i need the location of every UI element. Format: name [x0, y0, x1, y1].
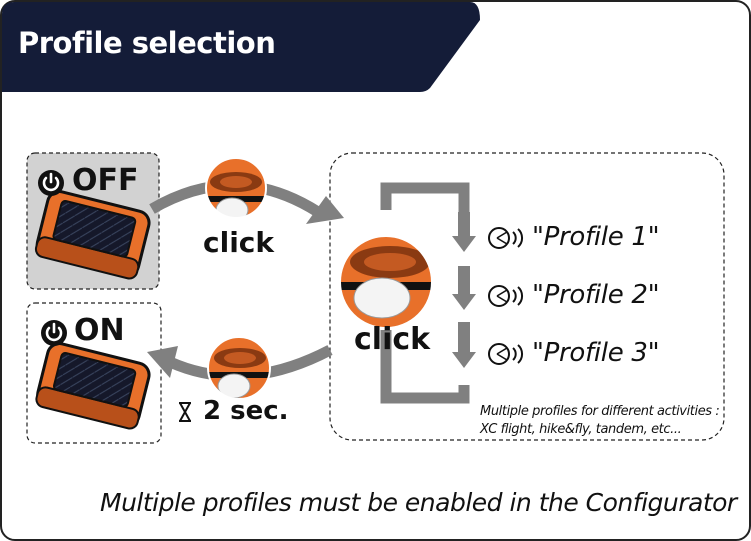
loop-top: [380, 182, 470, 215]
click-closeup-center: [340, 236, 432, 328]
profiles-note-line2: XC flight, hike&fly, tandem, etc...: [480, 422, 682, 437]
arrow-top-head: [306, 196, 344, 224]
click-closeup-bottom: [208, 337, 270, 399]
profile-2-label: "Profile 2": [532, 280, 660, 310]
loop-bottom: [380, 330, 470, 404]
page-title: Profile selection: [18, 26, 276, 60]
click-label-center: click: [354, 322, 431, 357]
beep-icon: [488, 227, 524, 249]
profiles-note: Multiple profiles for different activiti…: [480, 403, 720, 439]
device-off: [34, 190, 151, 280]
power-icon: [41, 320, 67, 346]
profiles-note-line1: Multiple profiles for different activiti…: [480, 404, 720, 419]
header-band: [2, 2, 480, 92]
hourglass-icon: [179, 402, 191, 422]
on-label: ON: [74, 313, 125, 348]
beep-icon: [488, 285, 524, 307]
profiles-panel: [329, 152, 725, 441]
loop-arrows: [452, 212, 476, 368]
click-closeup-top: [206, 158, 266, 218]
power-icon: [38, 170, 64, 196]
profile-1-label: "Profile 1": [532, 222, 660, 252]
device-on: [35, 342, 151, 430]
footer-note: Multiple profiles must be enabled in the…: [100, 488, 737, 517]
beep-icon: [488, 343, 524, 365]
hold-duration-label: 2 sec.: [203, 396, 289, 426]
click-label-top: click: [203, 226, 275, 259]
profile-3-label: "Profile 3": [532, 338, 660, 368]
off-label: OFF: [72, 163, 139, 198]
arrow-bottom-head: [147, 346, 178, 378]
